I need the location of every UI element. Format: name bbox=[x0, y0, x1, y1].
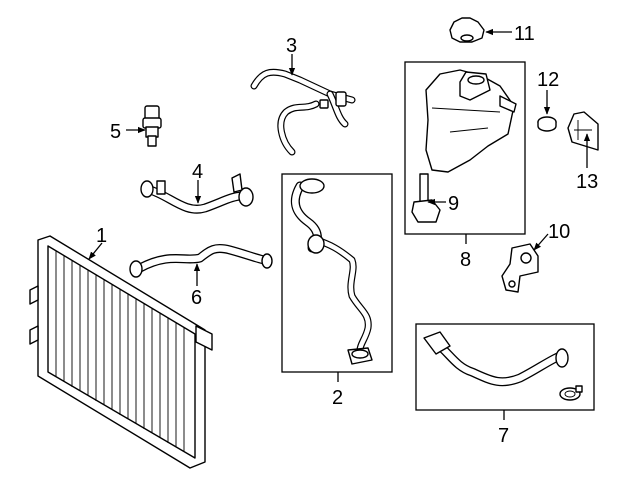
callout-11: 11 bbox=[514, 23, 535, 45]
pipe-part-3[interactable] bbox=[250, 68, 356, 156]
level-sensor-part[interactable] bbox=[411, 173, 441, 223]
hose-part-2[interactable] bbox=[290, 178, 373, 365]
sensor-part[interactable] bbox=[142, 105, 162, 147]
leader-lines bbox=[88, 28, 591, 420]
callout-10: 10 bbox=[548, 221, 570, 243]
callout-5: 5 bbox=[110, 121, 121, 143]
plug-part[interactable] bbox=[537, 116, 557, 132]
callout-2: 2 bbox=[332, 387, 343, 409]
hose-group-box-7 bbox=[415, 323, 595, 411]
callout-8: 8 bbox=[460, 249, 471, 271]
callout-9: 9 bbox=[448, 193, 459, 215]
hose-clamp-part[interactable] bbox=[559, 385, 583, 401]
hose-part-6[interactable] bbox=[129, 243, 273, 278]
reservoir-group-box bbox=[404, 61, 526, 235]
callout-12: 12 bbox=[537, 69, 559, 91]
radiator-part[interactable] bbox=[29, 235, 213, 469]
callout-labels: 1 2 3 4 5 6 7 8 9 10 11 12 13 bbox=[96, 23, 598, 447]
callout-4: 4 bbox=[192, 161, 203, 183]
callout-7: 7 bbox=[498, 425, 509, 447]
hose-part-7[interactable] bbox=[423, 331, 569, 387]
hose-group-box-2 bbox=[281, 173, 393, 373]
expansion-tank-part[interactable] bbox=[425, 69, 517, 173]
hose-part-4[interactable] bbox=[140, 173, 254, 214]
callout-13: 13 bbox=[576, 171, 598, 193]
bracket-part-13[interactable] bbox=[567, 111, 599, 151]
cap-part[interactable] bbox=[449, 17, 485, 43]
callout-3: 3 bbox=[286, 35, 297, 57]
callout-6: 6 bbox=[191, 287, 202, 309]
bracket-part-10[interactable] bbox=[501, 243, 539, 293]
callout-1: 1 bbox=[96, 225, 107, 247]
